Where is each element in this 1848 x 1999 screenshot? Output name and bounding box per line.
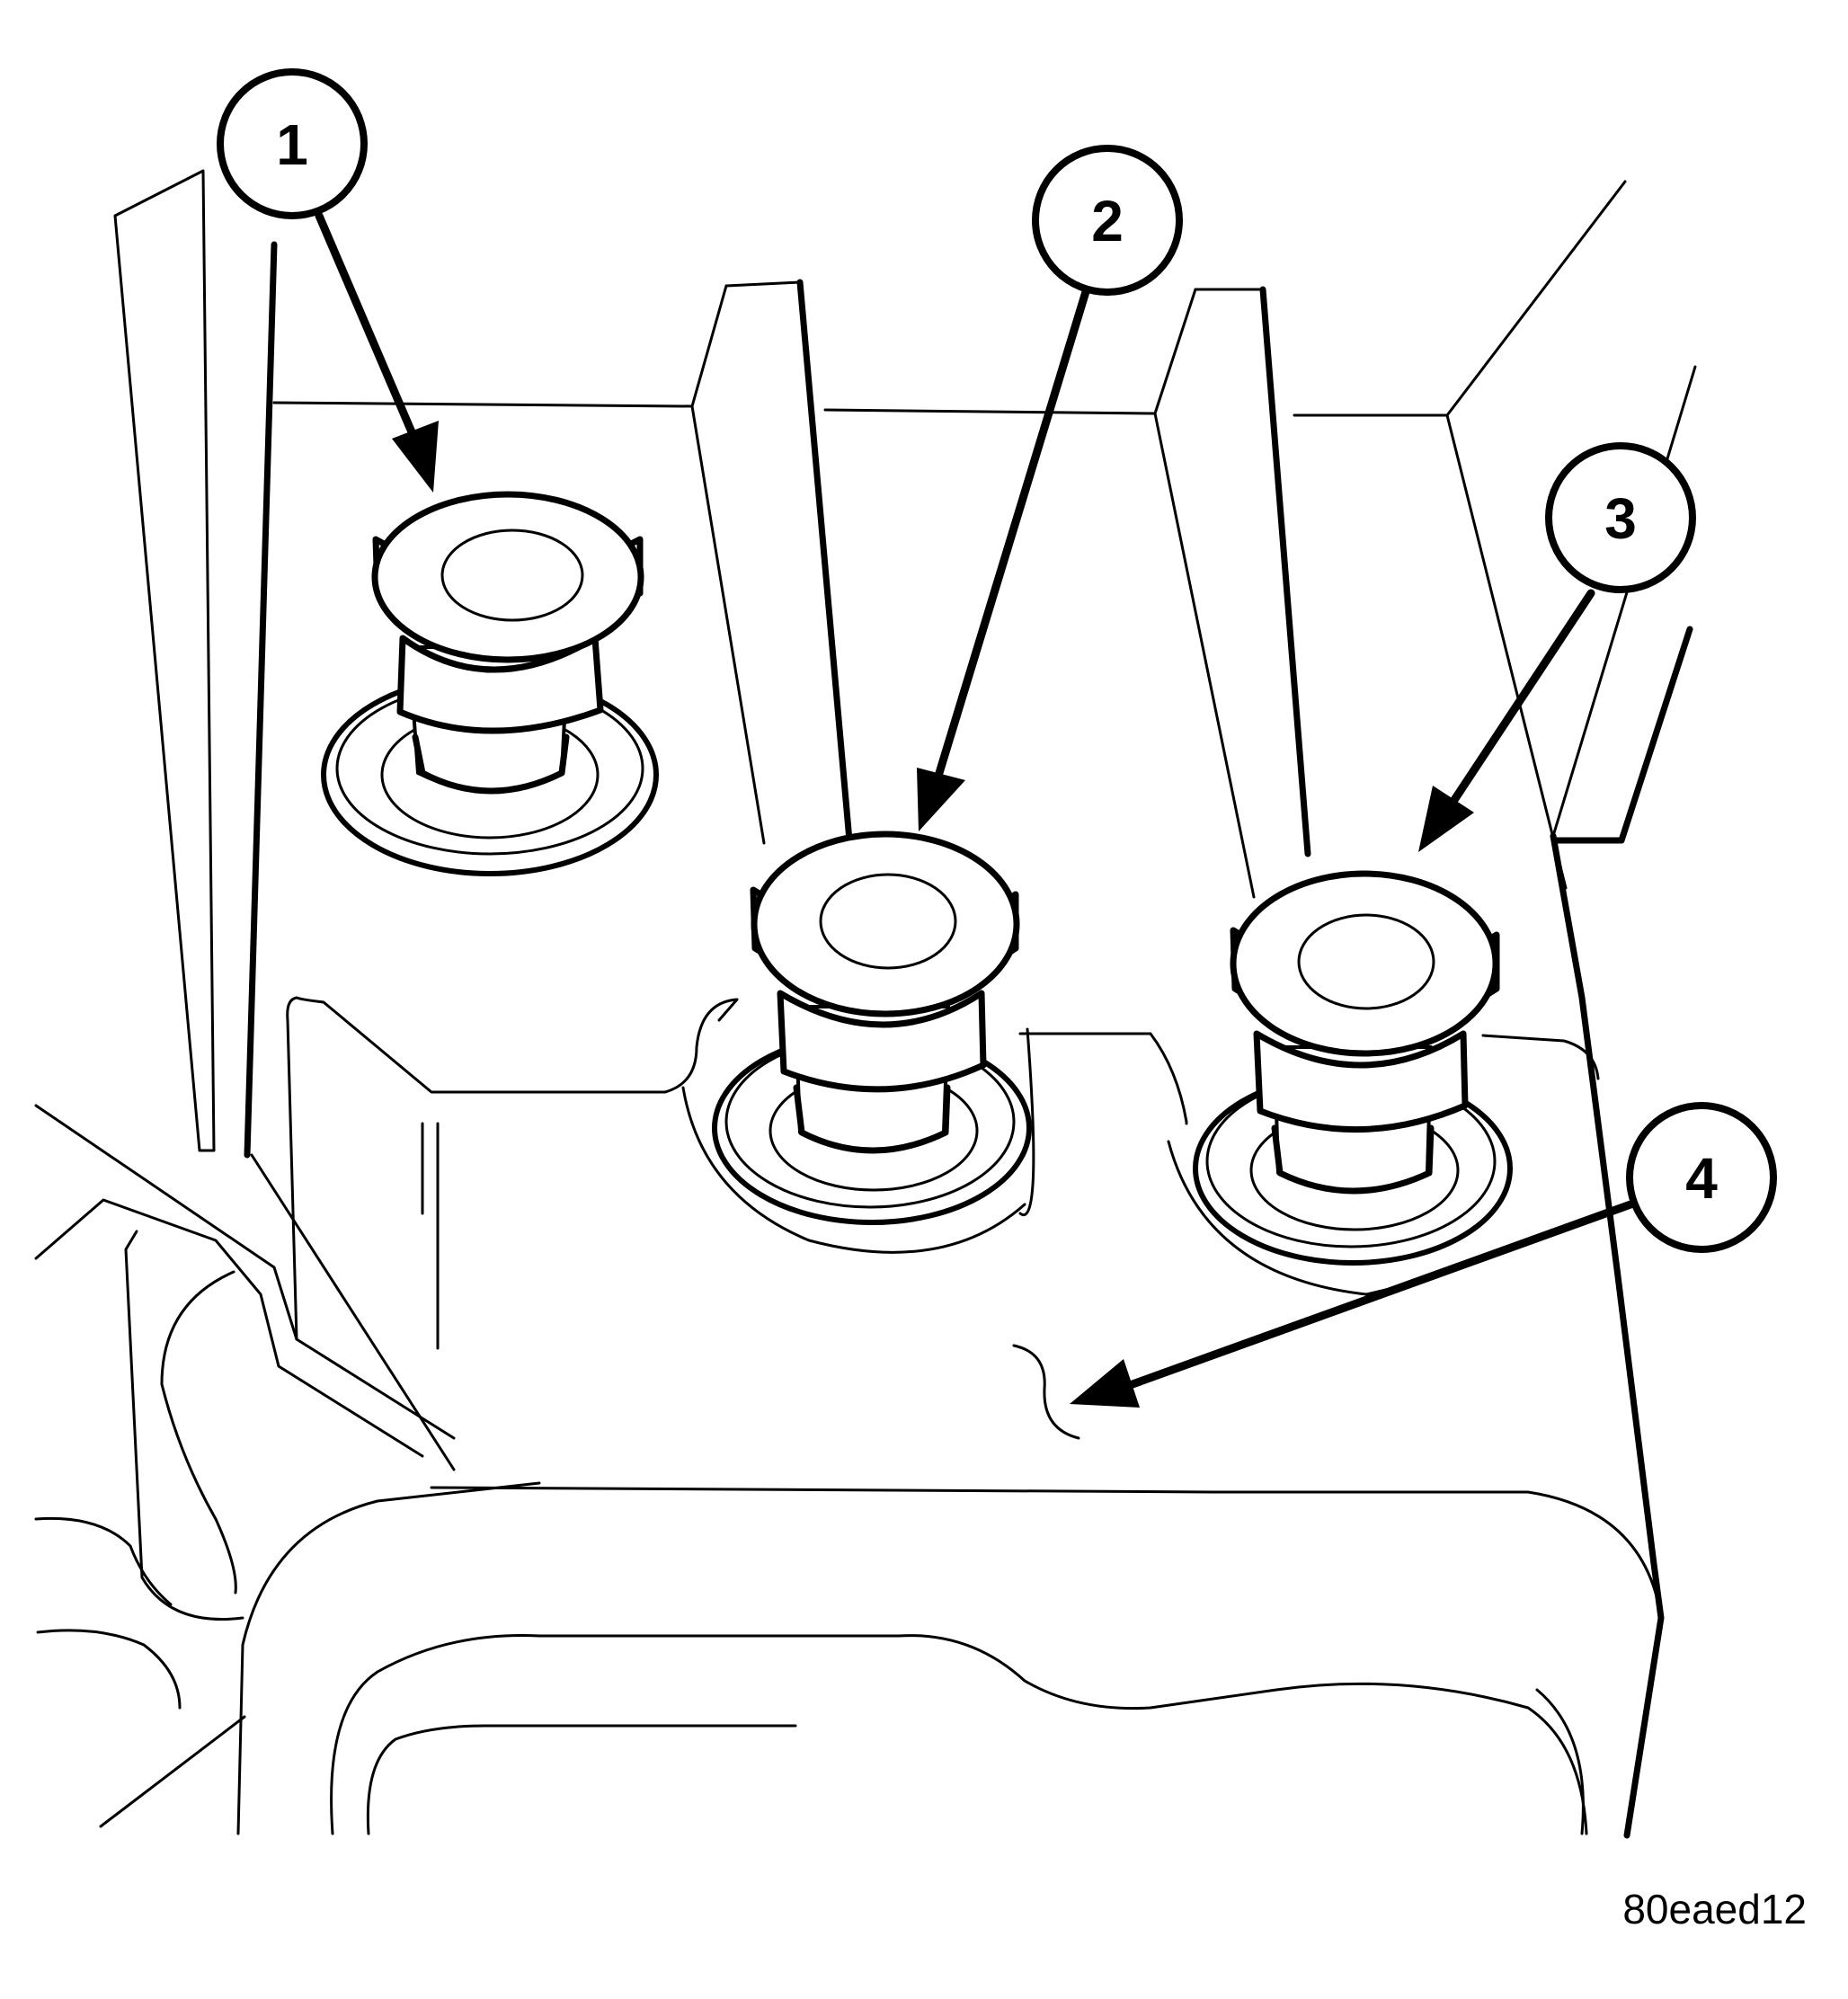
leader-arrow-1: [315, 211, 439, 493]
callout-1: 1: [217, 68, 368, 219]
callout-2: 2: [1032, 145, 1183, 296]
leader-arrow-2: [917, 281, 1092, 831]
callout-3-label: 3: [1604, 486, 1637, 551]
callout-1-label: 1: [276, 112, 308, 177]
leader-arrow-4: [1070, 1195, 1648, 1408]
callout-2-label: 2: [1091, 189, 1124, 253]
callout-4-label: 4: [1685, 1146, 1718, 1211]
fitting-3: [1193, 870, 1513, 1266]
figure-code: 80eaed12: [1622, 1886, 1807, 1932]
engine-body-outline: [34, 169, 1697, 1839]
feature-4-mark: [1012, 1344, 1080, 1440]
callout-4: 4: [1626, 1102, 1777, 1253]
fitting-1: [321, 491, 659, 876]
leader-arrows: [315, 211, 1648, 1408]
callout-3: 3: [1545, 442, 1696, 593]
fitting-2: [712, 831, 1032, 1225]
leader-arrow-3: [1418, 589, 1595, 852]
